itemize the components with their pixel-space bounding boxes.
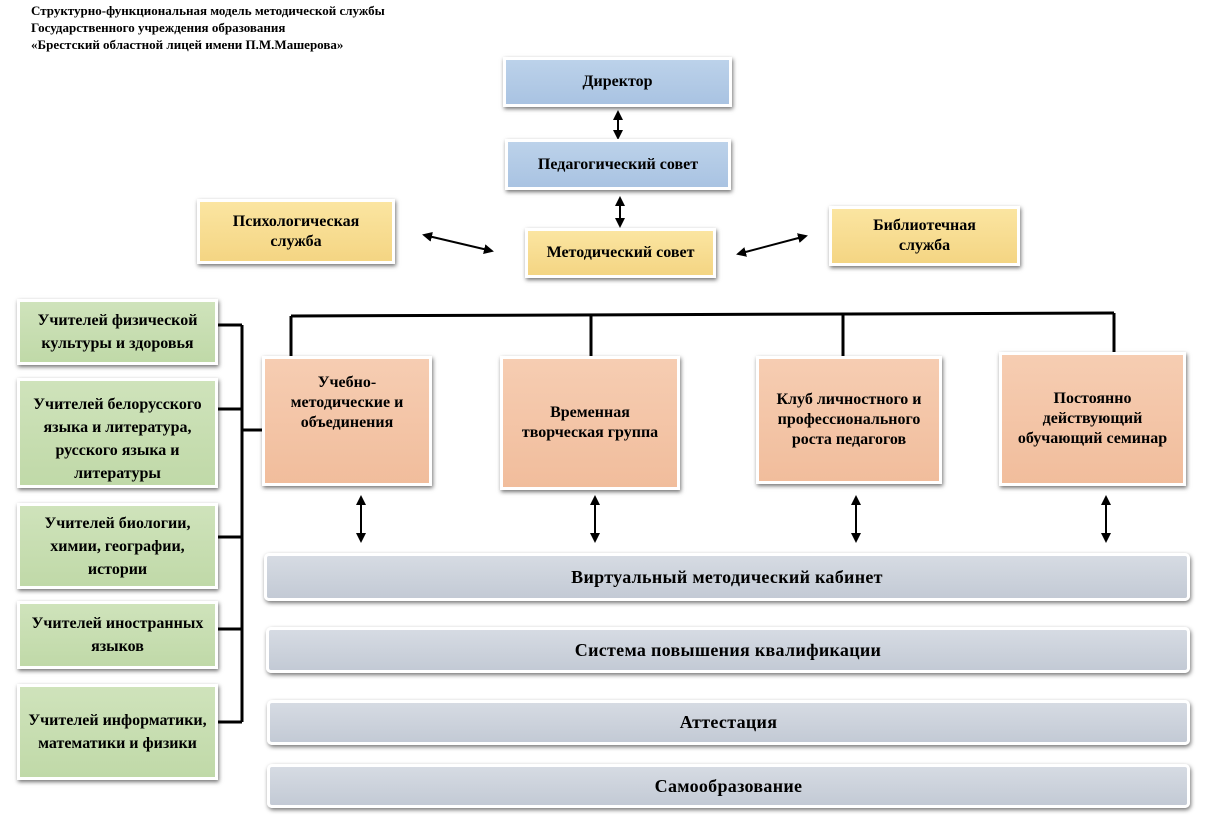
unit-box-4: Постоянно действующий обучающий семинар: [999, 352, 1186, 486]
psych-box: Психологическая служба: [197, 199, 395, 264]
library-box: Библиотечная служба: [829, 206, 1020, 266]
library-label: Библиотечная служба: [873, 217, 976, 254]
unit-box-1: Учебно-методические и объединения: [262, 356, 432, 486]
teachers-label-3: Учителей биологии, химии, географии, ист…: [44, 514, 191, 578]
teachers-label-1: Учителей физической культуры и здоровья: [37, 312, 198, 352]
ped-council-box: Педагогический совет: [505, 139, 731, 190]
title-line-1: Структурно-функциональная модель методич…: [31, 3, 385, 18]
unit-box-3: Клуб личностного и профессионального рос…: [756, 356, 942, 484]
bar-attestation: Аттестация: [267, 700, 1190, 745]
teachers-label-4: Учителей иностранных языков: [31, 615, 204, 655]
method-council-box: Методический совет: [525, 228, 716, 278]
bar-self-education: Самообразование: [267, 764, 1190, 808]
teachers-box-3: Учителей биологии, химии, географии, ист…: [17, 503, 218, 589]
diagram-title: Структурно-функциональная модель методич…: [31, 2, 551, 53]
units-bus: [290, 311, 1115, 318]
teachers-box-2: Учителей белорусского языка и литература…: [17, 378, 218, 488]
director-label: Директор: [582, 73, 653, 90]
bar-virtual-cabinet: Виртуальный методический кабинет: [264, 553, 1190, 601]
teachers-label-2: Учителей белорусского языка и литература…: [33, 396, 202, 482]
method-council-label: Методический совет: [546, 244, 695, 261]
title-line-3: «Брестский областной лицей имени П.М.Маш…: [31, 37, 344, 52]
bar-qualification: Система повышения квалификации: [266, 627, 1190, 673]
director-box: Директор: [503, 57, 732, 107]
teachers-label-5: Учителей информатики, математики и физик…: [28, 712, 207, 752]
arrow-psych-method: [422, 231, 494, 255]
unit-label-2: Временная творческая группа: [521, 404, 659, 441]
unit-label-4: Постоянно действующий обучающий семинар: [1017, 390, 1168, 447]
unit-label-3: Клуб личностного и профессионального рос…: [776, 391, 922, 448]
ped-council-label: Педагогический совет: [537, 155, 699, 173]
bar-label-1: Виртуальный методический кабинет: [571, 566, 883, 587]
bar-label-4: Самообразование: [654, 775, 803, 796]
bar-label-3: Аттестация: [679, 712, 778, 732]
psych-label: Психологическая служба: [232, 212, 360, 250]
unit-box-2: Временная творческая группа: [500, 356, 680, 490]
unit-label-1: Учебно-методические и объединения: [290, 374, 404, 431]
teachers-box-1: Учителей физической культуры и здоровья: [17, 299, 218, 365]
teachers-box-4: Учителей иностранных языков: [17, 601, 218, 669]
title-line-2: Государственного учреждения образования: [31, 20, 286, 35]
arrow-method-library: [736, 233, 808, 257]
bar-label-2: Система повышения квалификации: [574, 639, 882, 660]
teachers-box-5: Учителей информатики, математики и физик…: [17, 684, 218, 780]
